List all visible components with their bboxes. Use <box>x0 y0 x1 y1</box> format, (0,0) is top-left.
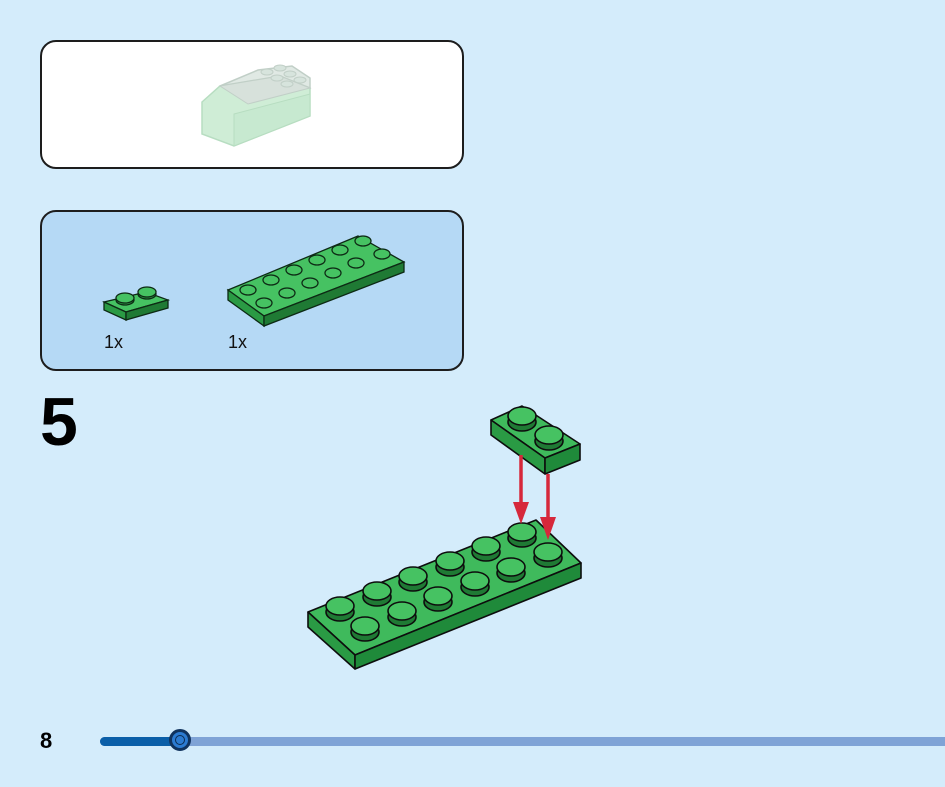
step-number: 5 <box>40 384 78 460</box>
page-progress-fill <box>100 737 180 746</box>
placement-arrows <box>513 455 556 540</box>
parts-list-panel: 1x 1x <box>40 210 464 371</box>
part-quantity-1: 1x <box>104 332 124 352</box>
part-plate-1x2 <box>102 235 406 328</box>
page-progress-knob[interactable] <box>169 729 191 751</box>
page-progress-bar[interactable] <box>100 729 945 751</box>
model-preview-image <box>201 64 312 147</box>
part-quantity-2: 1x <box>228 332 248 352</box>
page-number: 8 <box>40 728 53 753</box>
model-preview-panel <box>40 40 464 169</box>
